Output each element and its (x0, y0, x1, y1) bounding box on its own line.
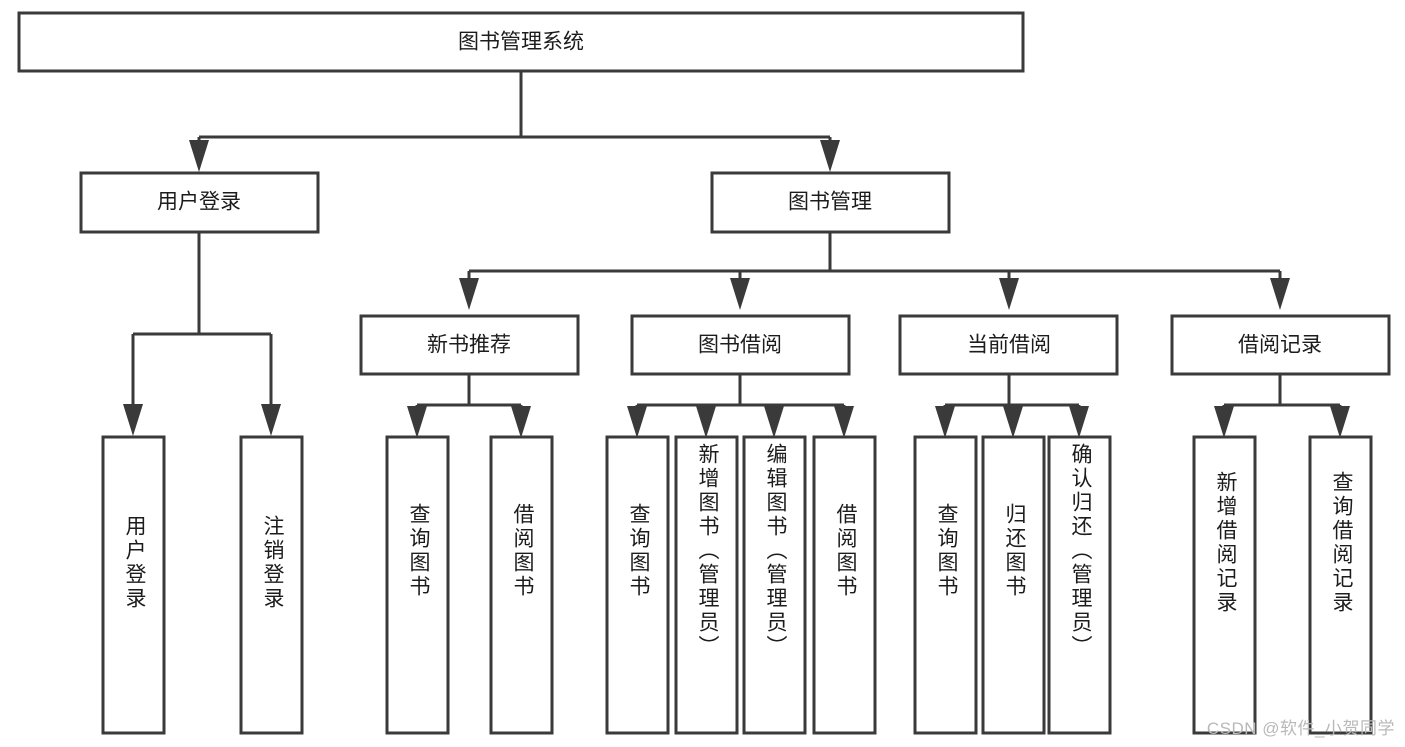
arrowhead-current (999, 278, 1019, 310)
leaf-box-borrow-book[interactable] (812, 435, 877, 735)
arrowhead-record (1270, 278, 1290, 310)
node-new-book-recommend[interactable]: 新书推荐 (359, 314, 580, 376)
node-box-book-management[interactable] (710, 171, 951, 234)
leaf-box-add-borrow-record[interactable] (1192, 435, 1257, 735)
node-box-current-borrow[interactable] (898, 314, 1119, 376)
watermark-text: CSDN @软件_小贺同学 (1206, 719, 1395, 738)
arrowhead-borrow (730, 278, 750, 310)
leaf-box-group (101, 435, 1373, 735)
leaf-box-query-book-borrow[interactable] (605, 435, 670, 735)
arrowhead-newbook-l2 (511, 406, 531, 438)
leaf-box-query-book-recommend[interactable] (385, 435, 450, 735)
leaf-box-add-book-admin[interactable] (674, 435, 739, 735)
node-label-book-borrow: 图书借阅 (698, 334, 782, 357)
arrowhead-borrow-l4 (834, 406, 854, 438)
node-box-borrow-record[interactable] (1170, 314, 1391, 376)
arrowhead-user-login (189, 140, 209, 172)
node-book-borrow[interactable]: 图书借阅 (630, 314, 851, 376)
node-label-user-login: 用户登录 (157, 191, 241, 214)
arrowhead-userlogin-leaf1 (123, 404, 143, 436)
node-label-new-book-recommend: 新书推荐 (427, 334, 511, 357)
arrowhead-borrow-l1 (627, 406, 647, 438)
arrowhead-current-l2 (1003, 406, 1023, 438)
node-box-book-borrow[interactable] (630, 314, 851, 376)
leaf-box-edit-book-admin[interactable] (742, 435, 807, 735)
arrowhead-current-l3 (1069, 406, 1089, 438)
node-label-borrow-record: 借阅记录 (1238, 334, 1322, 357)
arrowhead-borrow-l2 (696, 406, 716, 438)
leaf-box-return-book[interactable] (981, 435, 1046, 735)
node-label-book-management: 图书管理 (788, 191, 872, 214)
arrowhead-record-l2 (1330, 406, 1350, 438)
node-box-user-login[interactable] (79, 171, 320, 234)
arrowhead-newbook-l1 (407, 406, 427, 438)
node-current-borrow[interactable]: 当前借阅 (898, 314, 1119, 376)
arrowhead-borrow-l3 (764, 406, 784, 438)
arrowhead-userlogin-leaf2 (261, 404, 281, 436)
node-label-root: 图书管理系统 (458, 31, 584, 54)
leaf-box-borrow-book-recommend[interactable] (489, 435, 554, 735)
node-book-management[interactable]: 图书管理 (710, 171, 951, 234)
arrowhead-record-l1 (1214, 406, 1234, 438)
leaf-box-query-borrow-record[interactable] (1308, 435, 1373, 735)
leaf-box-confirm-return-admin[interactable] (1047, 435, 1112, 735)
node-borrow-record[interactable]: 借阅记录 (1170, 314, 1391, 376)
node-label-current-borrow: 当前借阅 (967, 334, 1051, 357)
leaf-box-query-book-current[interactable] (913, 435, 978, 735)
node-box-new-book-recommend[interactable] (359, 314, 580, 376)
arrowhead-book-mgmt (820, 140, 840, 172)
node-user-login[interactable]: 用户登录 (79, 171, 320, 234)
leaf-box-user-login[interactable] (101, 435, 166, 735)
arrowhead-newbook (459, 278, 479, 310)
node-box-root[interactable] (17, 11, 1025, 73)
node-root[interactable]: 图书管理系统 (17, 11, 1025, 73)
leaf-box-logout[interactable] (239, 435, 304, 735)
arrowhead-current-l1 (935, 406, 955, 438)
